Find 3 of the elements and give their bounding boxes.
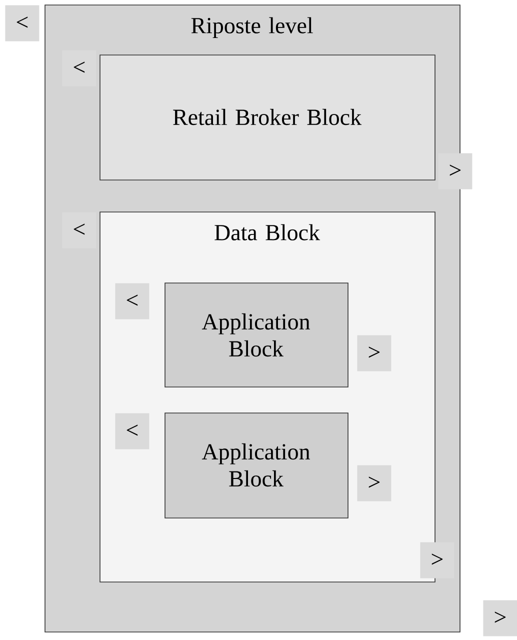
block-box: Retail Broker Block <box>100 54 436 180</box>
block-box: Application Block <box>164 282 348 388</box>
block-box: Application Block <box>164 412 348 518</box>
